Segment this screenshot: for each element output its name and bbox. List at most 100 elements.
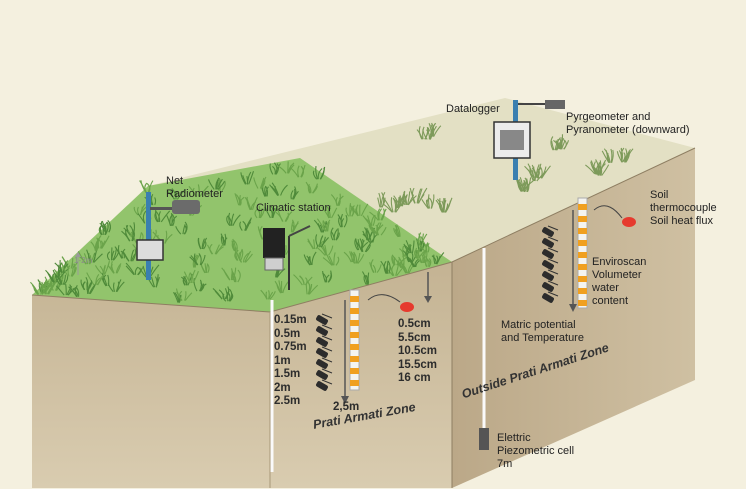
grass-blade	[155, 274, 159, 288]
heat-flux-plate-inside	[400, 302, 414, 312]
sensor-pin	[542, 293, 554, 303]
sensor-wire	[321, 324, 333, 330]
grass-blade	[107, 220, 111, 233]
sensor-pin	[316, 337, 328, 347]
grass-blade	[134, 266, 139, 275]
grass-blade	[183, 271, 191, 284]
grass-blade	[335, 197, 338, 206]
grass-blade	[405, 240, 412, 254]
grass-blade	[240, 172, 246, 185]
grass-blade	[151, 276, 156, 288]
grass-blade	[139, 203, 146, 216]
grass-blade	[155, 209, 159, 223]
grass-blade	[89, 253, 95, 265]
grass-blade	[395, 202, 403, 213]
sensor-pin	[542, 249, 554, 259]
grass-blade	[536, 171, 547, 182]
grass-blade	[356, 253, 361, 264]
depth-right-0: 0.5cm	[398, 318, 431, 330]
sensor-pin	[542, 260, 554, 270]
grass-blade	[335, 228, 339, 241]
grass-blade	[90, 241, 96, 251]
grass-blade	[95, 242, 98, 251]
grass-blade	[392, 257, 396, 266]
grass-blade	[275, 211, 284, 222]
probe-band	[578, 204, 587, 210]
grass-blade	[217, 181, 226, 190]
depth-right-2: 10.5cm	[398, 345, 438, 357]
enviroscan-label: Enviroscan Volumeter water content	[592, 256, 647, 307]
sensor-pin	[316, 326, 328, 336]
grass-blade	[63, 263, 69, 273]
grass-blade	[307, 183, 311, 194]
grass-blade	[416, 188, 422, 204]
grass-blade	[201, 238, 205, 250]
grass-blade	[106, 251, 111, 261]
grass-blade	[426, 243, 430, 253]
grass-blade	[234, 193, 240, 206]
grass-blade	[170, 190, 175, 200]
grass-blade	[319, 235, 324, 248]
grass-blade	[133, 206, 139, 216]
grass-blade	[350, 251, 353, 263]
grass-blade	[326, 219, 331, 232]
grass-blade	[290, 190, 294, 200]
grass-blade	[104, 260, 110, 274]
grass-blade	[137, 266, 142, 276]
grass-blade	[417, 188, 423, 204]
grass-blade	[293, 186, 297, 200]
grass-blade	[237, 269, 241, 283]
grass-blade	[317, 168, 323, 180]
depth-list-right: 0.5cm 5.5cm 10.5cm 15.5cm 16 cm	[398, 318, 437, 386]
grass-blade	[524, 177, 528, 192]
grass-blade	[55, 285, 65, 296]
depth-arrowhead-right	[569, 304, 577, 312]
grass-blade	[313, 239, 316, 249]
grass-blade	[365, 244, 371, 253]
grass-blade	[52, 273, 55, 283]
grass-blade	[416, 129, 424, 140]
grass-blade	[92, 252, 96, 263]
grass-blade	[390, 197, 394, 213]
depth-arrowhead-left	[341, 396, 349, 404]
grass-blade	[536, 168, 540, 179]
grass-blade	[397, 193, 405, 209]
grass-blade	[117, 244, 123, 259]
grass-blade	[402, 255, 405, 268]
grass-blade	[333, 252, 336, 266]
grass-blade	[228, 212, 232, 226]
grass-blade	[319, 224, 323, 233]
grass-blade	[377, 208, 381, 221]
grass-blade	[550, 136, 554, 151]
grass-blade	[327, 221, 330, 232]
grass-blade	[116, 281, 120, 292]
grass-blade	[322, 220, 327, 233]
grass-blade	[315, 165, 319, 180]
grass-blade	[271, 207, 276, 218]
grass-blade	[126, 224, 131, 236]
probe-band	[578, 288, 587, 294]
grass-blade	[137, 213, 146, 224]
grass-blade	[416, 250, 423, 264]
grass-blade	[425, 242, 430, 253]
grass-blade	[430, 194, 435, 209]
grass-blade	[411, 240, 415, 254]
grass-blade	[367, 272, 370, 285]
grass-blade	[433, 254, 436, 265]
grass-blade	[601, 150, 610, 164]
grass-blade	[199, 282, 204, 292]
grass-blade	[246, 175, 249, 185]
grass-blade	[424, 252, 428, 264]
sensor-pin	[542, 282, 554, 292]
grass-blade	[364, 217, 372, 226]
grass-blade	[433, 125, 442, 137]
grass-blade	[410, 252, 414, 263]
grass-blade	[187, 273, 193, 286]
grass-blade	[620, 147, 623, 162]
grass-blade	[311, 251, 317, 265]
depth-right-1: 5.5cm	[398, 331, 431, 344]
probe-bands-left	[350, 296, 359, 386]
grass-blade	[62, 274, 66, 285]
grass-blade	[175, 226, 182, 235]
grass-blade	[601, 164, 610, 176]
